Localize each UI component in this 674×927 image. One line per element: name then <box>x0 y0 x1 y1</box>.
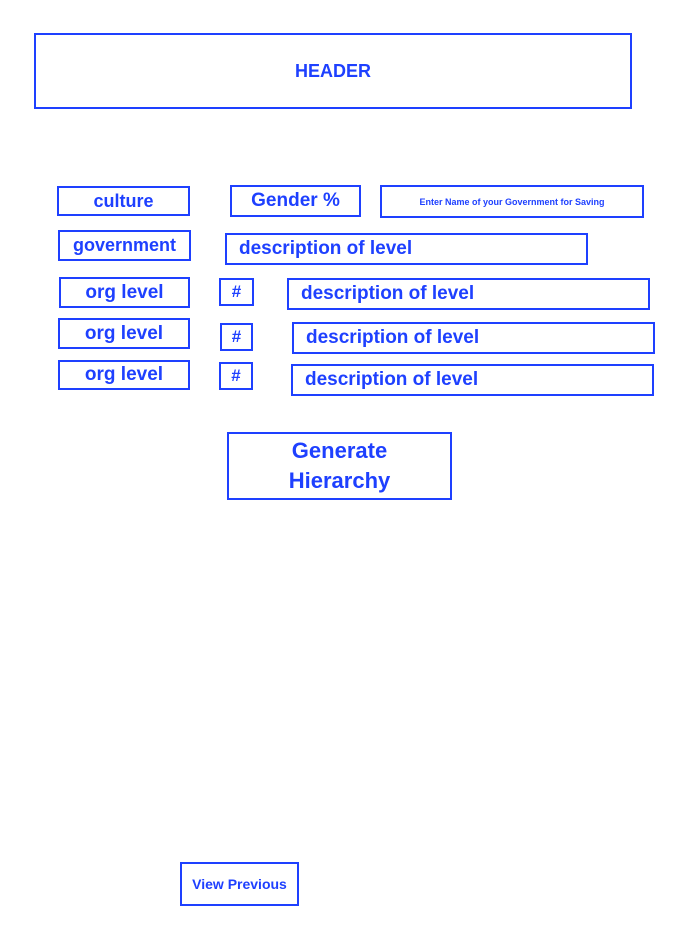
header-banner: HEADER <box>34 33 632 109</box>
org-level-description-1[interactable]: description of level <box>287 278 650 310</box>
org-level-description-2[interactable]: description of level <box>292 322 655 354</box>
generate-button-line-1: Generate <box>291 438 388 463</box>
org-level-field-1[interactable]: org level <box>59 277 190 308</box>
org-level-field-3[interactable]: org level <box>58 360 190 390</box>
org-level-description-3[interactable]: description of level <box>291 364 654 396</box>
org-level-number-3[interactable]: # <box>219 362 253 390</box>
generate-button-line-2: Hierarchy <box>288 468 391 493</box>
gender-percent-field[interactable]: Gender % <box>230 185 361 217</box>
org-level-number-1[interactable]: # <box>219 278 254 306</box>
view-previous-button[interactable]: View Previous <box>180 862 299 906</box>
generate-hierarchy-button[interactable]: Generate Hierarchy <box>227 432 452 500</box>
government-name-input[interactable]: Enter Name of your Government for Saving <box>380 185 644 218</box>
org-level-field-2[interactable]: org level <box>58 318 190 349</box>
org-level-number-2[interactable]: # <box>220 323 253 351</box>
government-description-field[interactable]: description of level <box>225 233 588 265</box>
culture-field[interactable]: culture <box>57 186 190 216</box>
government-field[interactable]: government <box>58 230 191 261</box>
